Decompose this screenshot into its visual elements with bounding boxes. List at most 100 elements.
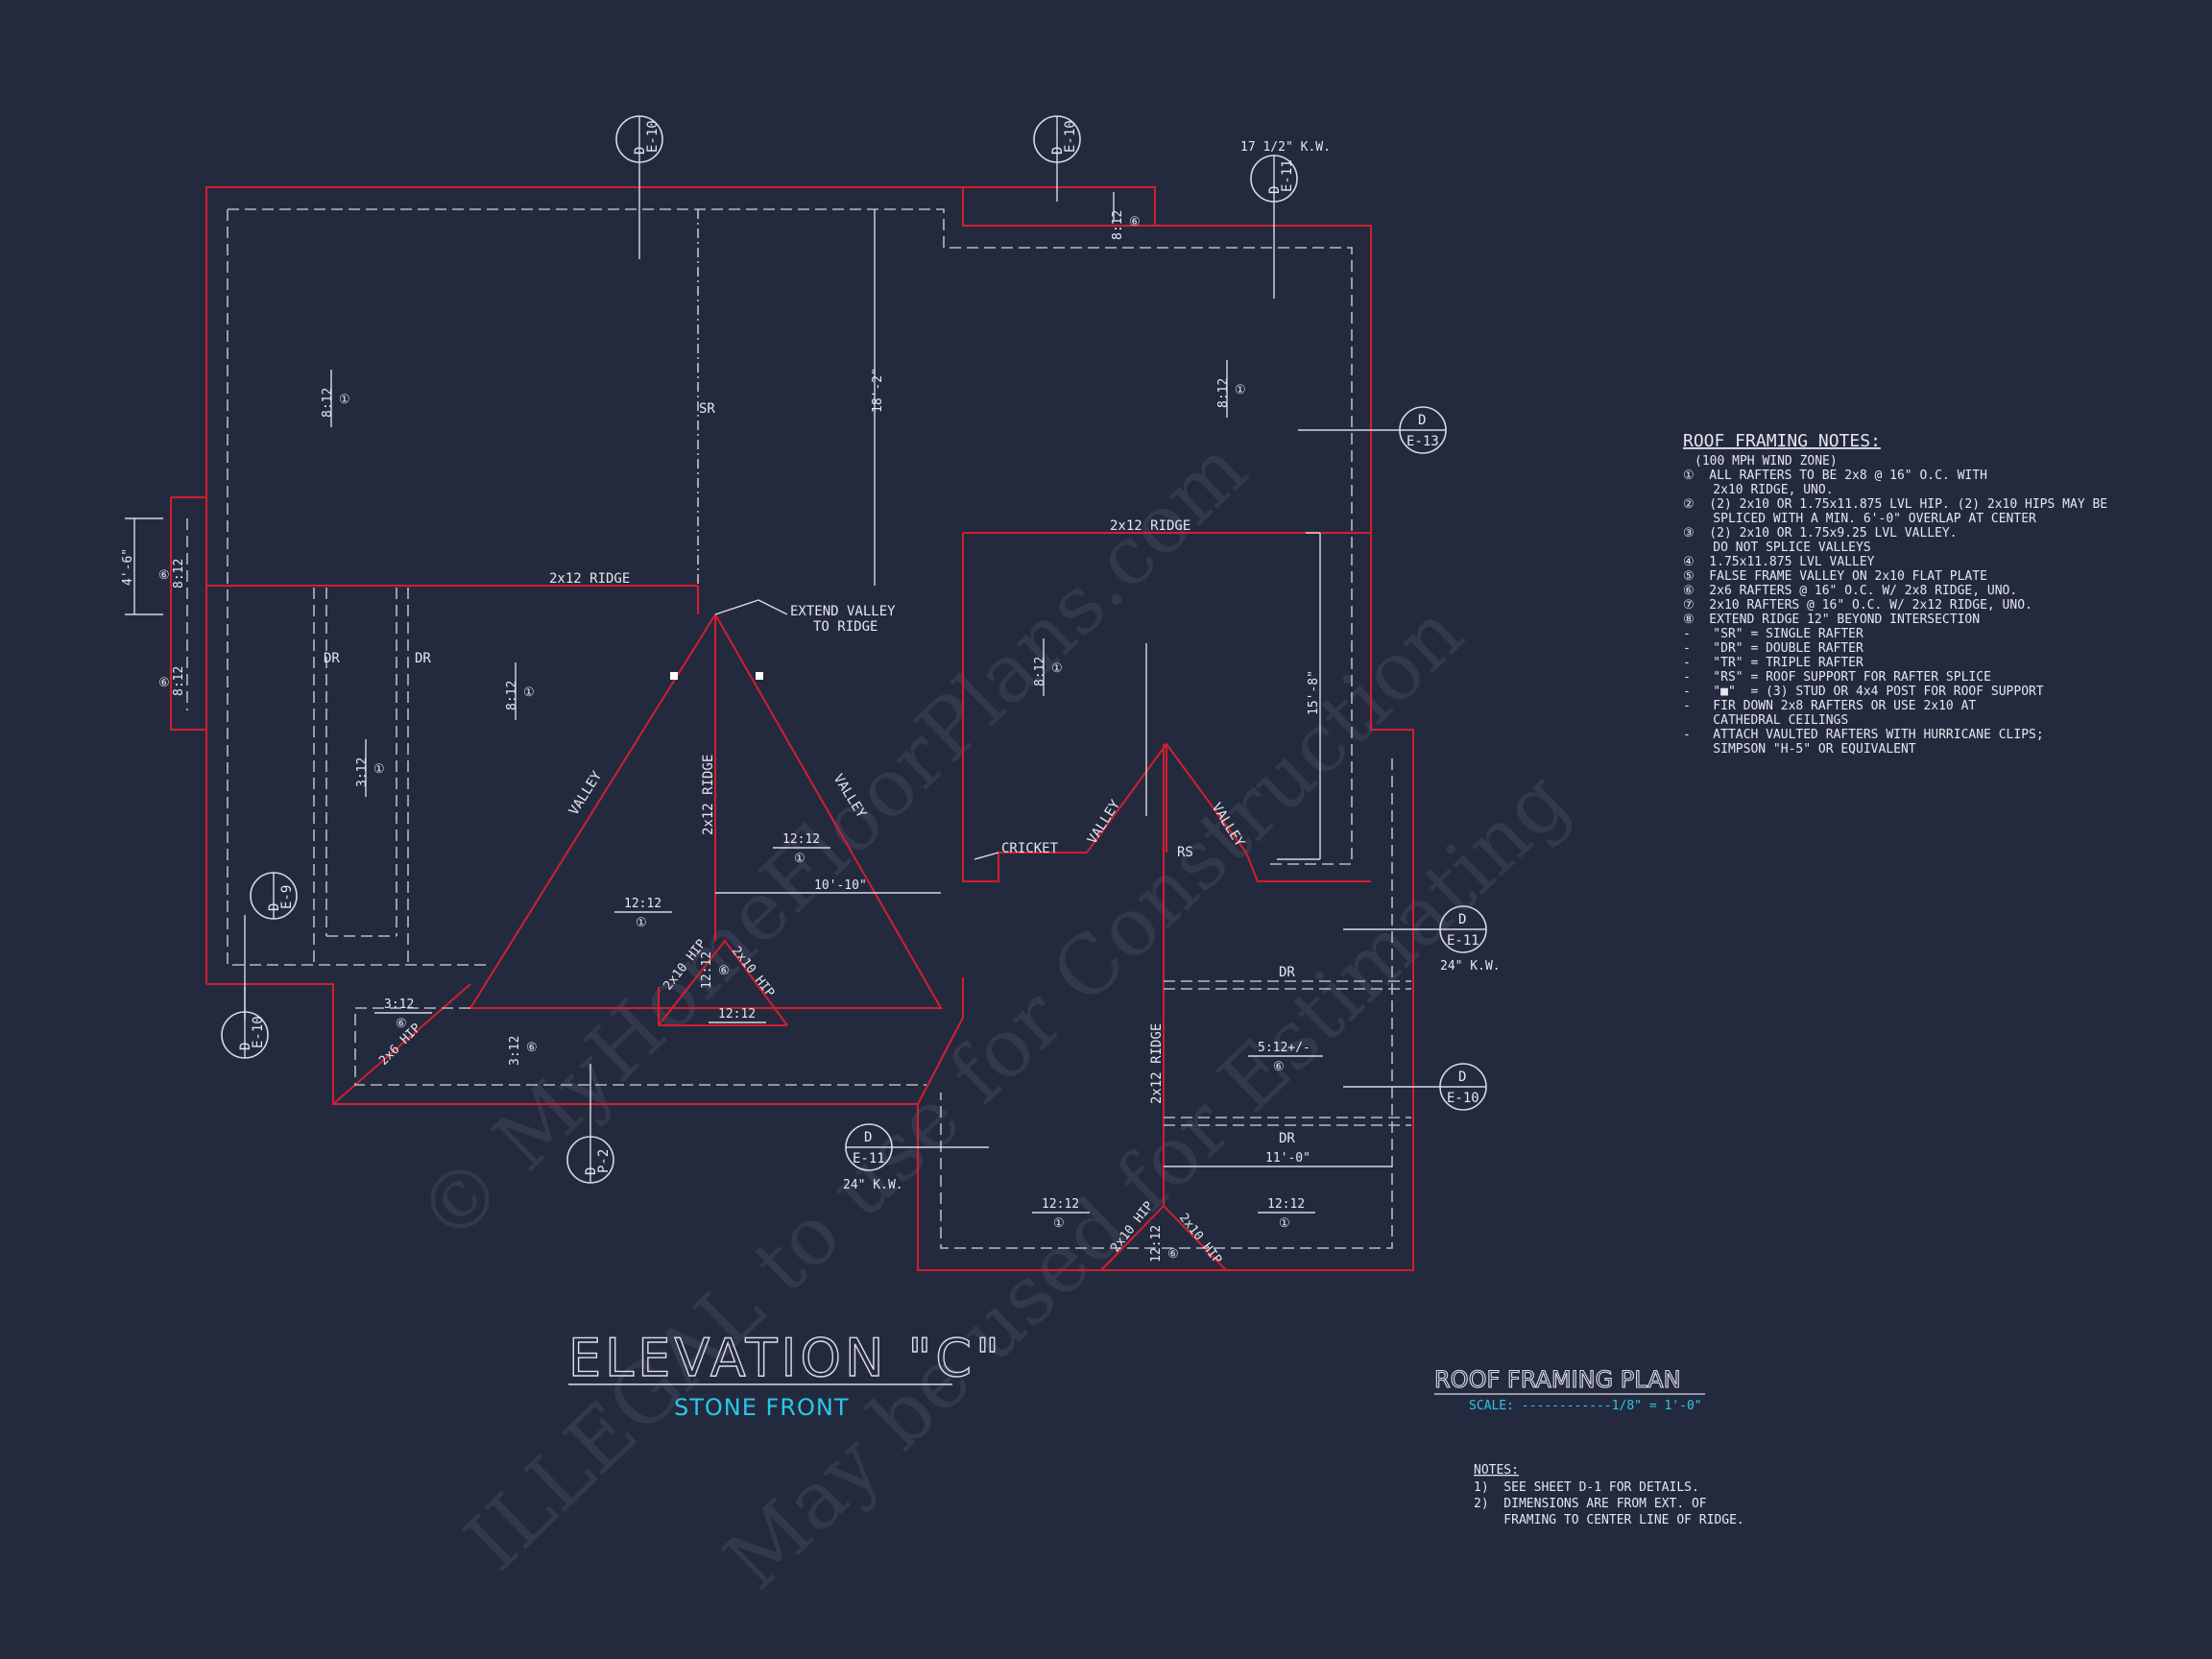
ridge-label-lower: 2x12 RIDGE <box>1149 1023 1165 1104</box>
roof-framing-notes: ROOF FRAMING NOTES: (100 MPH WIND ZONE) … <box>1683 431 2107 757</box>
dimension-label: 10'-10" <box>814 878 867 893</box>
svg-text:12:12: 12:12 <box>782 832 820 847</box>
svg-text:3:12: 3:12 <box>355 757 370 787</box>
section-tag: D E-10 <box>1033 115 1081 202</box>
elevation-title: ELEVATION "C" <box>568 1328 1003 1388</box>
section-tag: D E-9 <box>244 872 298 1021</box>
note-line: - "SR" = SINGLE RAFTER <box>1683 627 1863 641</box>
svg-text:D: D <box>267 903 282 911</box>
section-tag: D E-10 <box>1343 1063 1487 1111</box>
pitch-callout: 3:12 ⑥ <box>374 998 432 1031</box>
svg-text:D: D <box>633 147 648 155</box>
post-marker <box>756 672 763 680</box>
svg-text:⑥: ⑥ <box>526 1041 538 1055</box>
svg-text:D: D <box>1050 147 1066 155</box>
note-line: ① ALL RAFTERS TO BE 2x8 @ 16" O.C. WITH <box>1683 469 1987 483</box>
note-line: ⑤ FALSE FRAME VALLEY ON 2x10 FLAT PLATE <box>1683 569 1987 584</box>
sr-label: SR <box>699 401 715 417</box>
ridge-label-upper-right: 2x12 RIDGE <box>1110 518 1190 534</box>
svg-text:⑥: ⑥ <box>396 1017 407 1031</box>
svg-text:①: ① <box>1053 1216 1065 1231</box>
svg-text:⑥: ⑥ <box>158 676 170 690</box>
svg-text:E-13: E-13 <box>1407 434 1439 449</box>
pitch-callout: 8:12 ① <box>505 662 535 720</box>
pitch-callout: 8:12 ⑥ <box>1111 210 1141 240</box>
section-tag: D E-11 <box>845 1123 989 1171</box>
svg-text:①: ① <box>794 852 805 866</box>
plan-title: ROOF FRAMING PLAN <box>1434 1366 1681 1393</box>
svg-text:①: ① <box>339 393 350 407</box>
pitch-callout: 8:12 ① <box>1033 638 1063 696</box>
note-line: 2) DIMENSIONS ARE FROM EXT. OF <box>1474 1497 1707 1511</box>
note-line: (100 MPH WIND ZONE) <box>1695 454 1838 469</box>
plan-title-block: ROOF FRAMING PLAN SCALE: ------------1/8… <box>1433 1365 1705 1413</box>
elevation-title-block: ELEVATION "C" STONE FRONT <box>567 1327 1003 1421</box>
note-line: ⑦ 2x10 RAFTERS @ 16" O.C. W/ 2x12 RIDGE,… <box>1683 598 2032 613</box>
svg-text:8:12: 8:12 <box>321 388 335 418</box>
svg-text:D: D <box>238 1043 253 1050</box>
svg-text:D: D <box>1458 1070 1466 1085</box>
note-line: ② (2) 2x10 OR 1.75x11.875 LVL HIP. (2) 2… <box>1683 497 2107 512</box>
svg-text:E-10: E-10 <box>251 1016 266 1048</box>
svg-text:8:12: 8:12 <box>1111 210 1125 240</box>
section-tag: D E-11 <box>1343 905 1487 953</box>
notes-title: ROOF FRAMING NOTES: <box>1683 431 1881 451</box>
svg-text:D: D <box>1267 186 1283 194</box>
extend-valley-label: EXTEND VALLEY <box>790 604 896 619</box>
note-line: ⑥ 2x6 RAFTERS @ 16" O.C. W/ 2x8 RIDGE, U… <box>1683 584 2017 598</box>
section-tag: D E-10 <box>615 115 663 259</box>
svg-text:E-11: E-11 <box>1280 159 1295 192</box>
svg-text:①: ① <box>636 916 647 930</box>
pitch-callout: 12:12 ① <box>1258 1197 1315 1231</box>
svg-text:12:12: 12:12 <box>700 951 714 989</box>
pitch-callout: 5:12+/- ⑥ <box>1248 1041 1323 1074</box>
dimension-label: 4'-6" <box>121 548 135 586</box>
dimension-label: 11'-0" <box>1265 1151 1310 1166</box>
svg-text:D: D <box>584 1167 599 1175</box>
svg-text:⑥: ⑥ <box>718 964 730 978</box>
pitch-callout: 8:12 ⑥ <box>158 666 186 696</box>
note-line: ③ (2) 2x10 OR 1.75x9.25 LVL VALLEY. <box>1683 526 1958 541</box>
dr-label: DR <box>1279 965 1295 980</box>
svg-text:E-10: E-10 <box>645 120 661 153</box>
pitch-callout: 8:12 ① <box>1216 360 1246 418</box>
svg-text:3:12: 3:12 <box>384 998 414 1012</box>
pitch-callout: 8:12 ⑥ <box>158 559 186 589</box>
dimension-label: 15'-8" <box>1307 670 1321 715</box>
pitch-callout: 12:12 ⑥ <box>1149 1225 1179 1262</box>
svg-text:E-10: E-10 <box>1063 120 1078 153</box>
svg-text:8:12: 8:12 <box>1033 657 1047 686</box>
svg-text:E-11: E-11 <box>1447 933 1479 949</box>
svg-text:12:12: 12:12 <box>624 897 661 911</box>
watermark: © MyHomeFloorPlans.com ILLEGAL to use fo… <box>399 421 1587 1607</box>
post-marker <box>670 672 678 680</box>
section-tag: D E-13 <box>1298 406 1447 454</box>
pitch-callout: 12:12 ⑥ <box>700 951 730 989</box>
ridge-label-upper-left: 2x12 RIDGE <box>549 571 630 587</box>
pitch-callout: 12:12 ① <box>1032 1197 1090 1231</box>
svg-text:D: D <box>864 1130 872 1145</box>
note-line: ④ 1.75x11.875 LVL VALLEY <box>1683 555 1875 569</box>
svg-text:8:12: 8:12 <box>505 681 519 710</box>
pitch-callout: 12:12 ① <box>773 832 830 866</box>
rs-label: RS <box>1177 845 1193 860</box>
pitch-callouts: 8:12 ① 8:12 ① 8:12 ① 8:12 ① 3:12 ① 12:12… <box>158 210 1323 1262</box>
section-tag: D E-11 <box>1250 155 1298 299</box>
svg-text:8:12: 8:12 <box>172 666 186 696</box>
general-notes: NOTES: 1) SEE SHEET D-1 FOR DETAILS. 2) … <box>1474 1463 1744 1527</box>
svg-text:E-10: E-10 <box>1447 1091 1479 1106</box>
pitch-callout: 3:12 ⑥ <box>508 1036 538 1066</box>
dr-label: DR <box>415 651 431 666</box>
svg-text:①: ① <box>373 762 385 777</box>
dr-label: DR <box>1279 1131 1295 1146</box>
svg-text:12:12: 12:12 <box>1042 1197 1079 1212</box>
note-line: - "■" = (3) STUD OR 4x4 POST FOR ROOF SU… <box>1683 685 2044 699</box>
svg-text:①: ① <box>1051 661 1063 676</box>
note-line: - ATTACH VAULTED RAFTERS WITH HURRICANE … <box>1683 728 2044 742</box>
dr-label: DR <box>324 651 340 666</box>
note-line: - FIR DOWN 2x8 RAFTERS OR USE 2x10 AT <box>1683 699 1976 713</box>
dimension-lines <box>125 192 1392 1167</box>
pitch-callout: 8:12 ① <box>321 370 350 427</box>
svg-text:12:12: 12:12 <box>1149 1225 1164 1262</box>
